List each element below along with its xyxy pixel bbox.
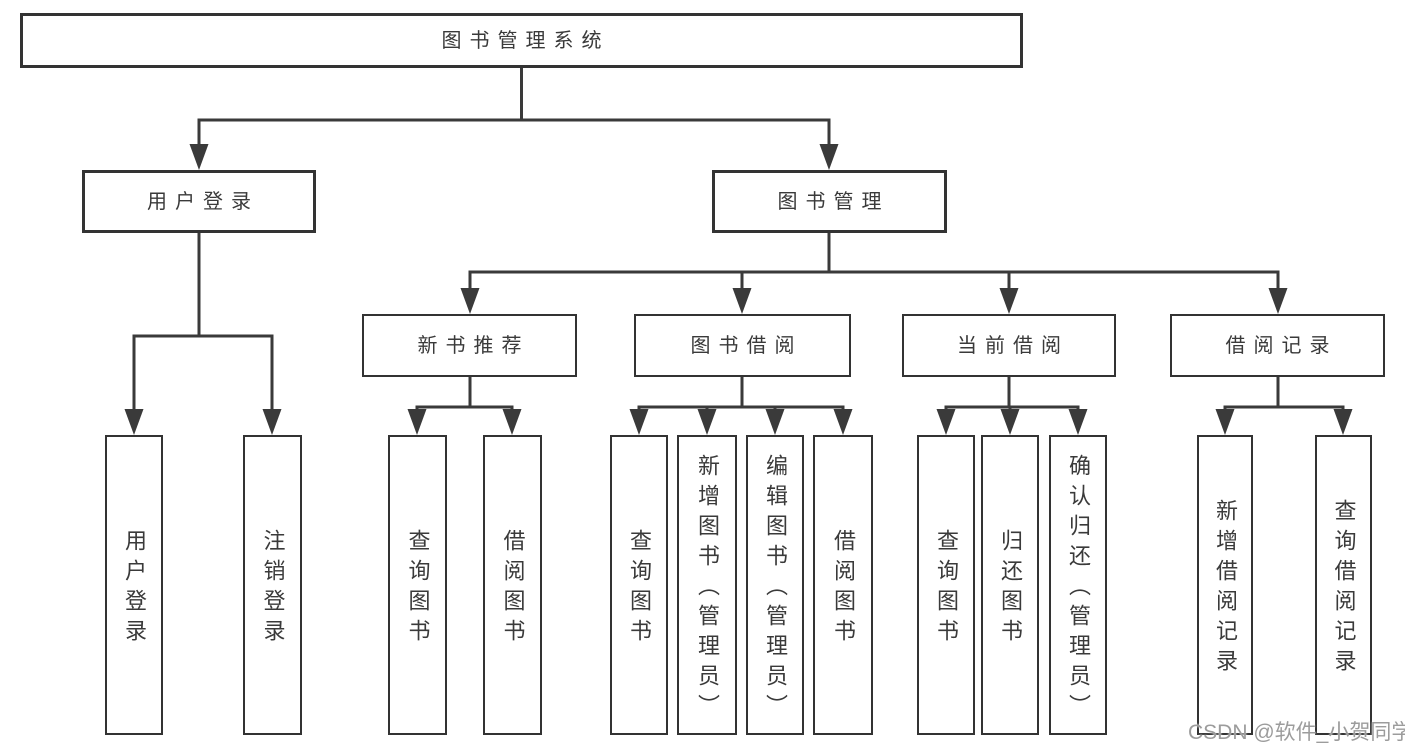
leaf-current-return-books: 归还图书 [981, 435, 1039, 735]
node-book-management: 图书管理 [712, 170, 947, 233]
leaf-label: 查询图书 [627, 529, 652, 649]
leaf-records-add-borrow-record: 新增借阅记录 [1197, 435, 1253, 735]
leaf-label: 用户登录 [122, 529, 147, 649]
leaf-label: 查询图书 [934, 529, 959, 649]
node-label: 图书管理系统 [441, 29, 610, 52]
leaf-newbook-query-books: 查询图书 [388, 435, 447, 735]
leaf-label: 查询借阅记录 [1331, 499, 1357, 679]
arrowheads [124, 144, 1353, 435]
node-user-login: 用户登录 [82, 170, 316, 233]
node-book-borrowing: 图书借阅 [634, 314, 851, 377]
node-new-book-recommend: 新书推荐 [362, 314, 577, 377]
node-borrow-records: 借阅记录 [1170, 314, 1385, 377]
node-label: 借阅记录 [1225, 334, 1338, 357]
leaf-label: 确认归还（管理员） [1066, 454, 1091, 724]
leaf-label: 查询图书 [405, 529, 431, 649]
leaf-label: 编辑图书（管理员） [763, 454, 788, 724]
leaf-label: 借阅图书 [831, 529, 856, 649]
leaf-current-query-books: 查询图书 [917, 435, 975, 735]
leaf-label: 注销登录 [260, 529, 286, 649]
node-label: 用户登录 [147, 190, 259, 213]
leaf-borrowing-add-books-admin: 新增图书（管理员） [677, 435, 737, 735]
csdn-watermark: CSDN @软件_小贺同学 [1188, 721, 1405, 744]
leaf-borrowing-edit-books-admin: 编辑图书（管理员） [746, 435, 804, 735]
node-label: 新书推荐 [417, 334, 530, 357]
leaf-label: 新增图书（管理员） [695, 454, 720, 724]
leaf-current-confirm-return-admin: 确认归还（管理员） [1049, 435, 1107, 735]
node-label: 图书借阅 [690, 334, 803, 357]
leaf-borrowing-borrow-books: 借阅图书 [813, 435, 873, 735]
leaf-label: 借阅图书 [500, 529, 526, 649]
node-root: 图书管理系统 [20, 13, 1023, 68]
leaf-label: 归还图书 [998, 529, 1023, 649]
leaf-logout: 注销登录 [243, 435, 302, 735]
leaf-records-query-borrow-record: 查询借阅记录 [1315, 435, 1372, 735]
leaf-label: 新增借阅记录 [1213, 499, 1238, 679]
node-label: 当前借阅 [957, 334, 1069, 357]
leaf-user-login: 用户登录 [105, 435, 163, 735]
node-current-borrowing: 当前借阅 [902, 314, 1116, 377]
node-label: 图书管理 [777, 190, 890, 213]
leaf-borrowing-query-books: 查询图书 [610, 435, 668, 735]
leaf-newbook-borrow-books: 借阅图书 [483, 435, 542, 735]
